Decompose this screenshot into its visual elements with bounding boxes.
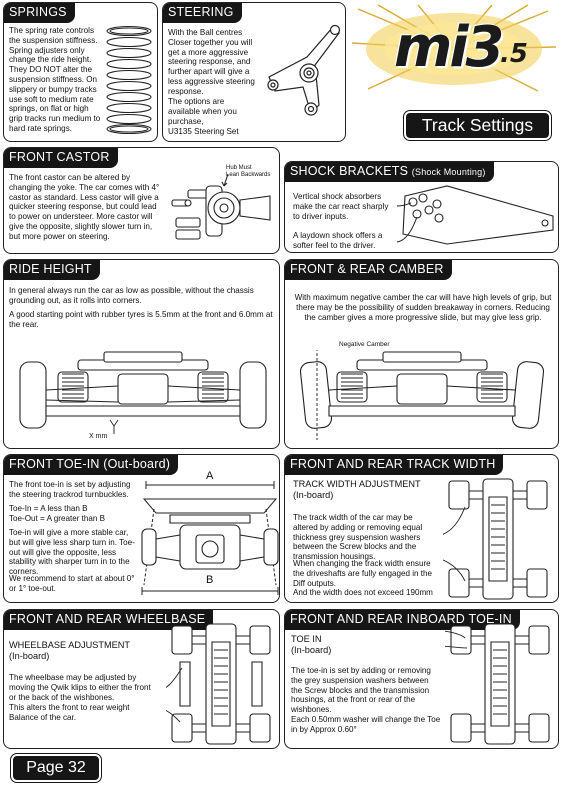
- wheelbase-para2: This alters the front to rear weight Bal…: [9, 703, 130, 722]
- springs-body: The spring rate controls the suspension …: [9, 26, 101, 133]
- toe-in-para1: The front toe-in is set by adjusting the…: [9, 480, 131, 499]
- castor-hub-illustration: [170, 166, 280, 251]
- castor-callout-line1: Hub Must: [226, 165, 252, 171]
- castor-callout: Hub Must Lean Backwards: [226, 165, 279, 179]
- logo-main: mi3: [394, 15, 505, 80]
- wheelbase-title: FRONT AND REAR WHEELBASE: [4, 610, 214, 630]
- steering-part-number: U3135 Steering Set: [168, 127, 239, 136]
- inboard-toe-illustration: [445, 622, 555, 747]
- spring-illustration: [104, 25, 154, 135]
- inboard-toe-para1: The toe-in is set by adding or removing …: [291, 666, 431, 715]
- toe-in-line-b: Toe-Out = A greater than B: [9, 514, 106, 523]
- front-castor-body: The front castor can be altered by chang…: [9, 173, 160, 241]
- inboard-toe-subnote: (In-board): [291, 645, 332, 655]
- front-castor-title: FRONT CASTOR: [4, 148, 118, 168]
- front-castor-panel: FRONT CASTOR The front castor can be alt…: [3, 147, 280, 254]
- wheelbase-para1: The wheelbase may be adjusted by moving …: [9, 673, 151, 702]
- castor-callout-line2: Lean Backwards: [226, 172, 271, 178]
- wheelbase-illustration: [166, 622, 276, 747]
- logo-text: mi3 .5: [388, 15, 538, 80]
- toe-in-label-a: A: [206, 470, 214, 482]
- steering-bellcrank-illustration: [263, 17, 343, 137]
- shock-vertical-text: Vertical shock absorbers make the car re…: [293, 192, 389, 221]
- wheelbase-panel: FRONT AND REAR WHEELBASE WHEELBASE ADJUS…: [3, 609, 280, 749]
- toe-in-label-b: B: [206, 574, 214, 586]
- shock-laydown-text: A laydown shock offers a softer feel to …: [293, 231, 383, 250]
- ride-height-panel: RIDE HEIGHT In general always run the ca…: [3, 259, 280, 449]
- camber-car-illustration: [297, 350, 547, 440]
- inboard-toe-panel: FRONT AND REAR INBOARD TOE-IN TOE IN (In…: [284, 609, 559, 749]
- steering-options: The options are available when you purch…: [168, 97, 237, 126]
- steering-panel: STEERING With the Ball centres Closer to…: [162, 2, 346, 142]
- inboard-toe-title: FRONT AND REAR INBOARD TOE-IN: [285, 610, 520, 630]
- wheelbase-subtitle: WHEELBASE ADJUSTMENT: [9, 640, 130, 650]
- ride-height-title: RIDE HEIGHT: [4, 260, 100, 280]
- toe-in-illustration: [140, 479, 280, 599]
- track-width-para2: When changing the track width ensure the…: [293, 559, 433, 588]
- wheelbase-subnote: (In-board): [9, 651, 50, 661]
- mi3-logo: [351, 4, 557, 92]
- track-width-panel: FRONT AND REAR TRACK WIDTH TRACK WIDTH A…: [284, 454, 559, 603]
- track-settings-badge: Track Settings: [403, 110, 552, 141]
- toe-in-para2: Toe-in will give a more stable car, but …: [9, 528, 135, 577]
- camber-body: With maximum negative camber the car wil…: [294, 293, 552, 322]
- shock-brackets-title-note: (Shock Mounting): [411, 167, 486, 177]
- springs-panel: SPRINGS The spring rate controls the sus…: [3, 2, 158, 142]
- toe-in-line-a: Toe-In = A less than B: [9, 504, 88, 513]
- steering-body: With the Ball centres Closer together yo…: [168, 28, 255, 96]
- ride-height-car-illustration: [18, 350, 268, 440]
- inboard-toe-para2: Each 0.50mm washer will change the Toe i…: [291, 715, 441, 734]
- toe-in-panel: FRONT TOE-IN (Out-board) The front toe-i…: [3, 454, 280, 603]
- track-width-subnote: (In-board): [293, 490, 334, 500]
- springs-title: SPRINGS: [4, 3, 75, 23]
- toe-in-para3: We recommend to start at about 0° or 1° …: [9, 574, 135, 593]
- ride-height-para2: A good starting point with rubber tyres …: [9, 310, 273, 329]
- toe-in-title: FRONT TOE-IN (Out-board): [4, 455, 179, 475]
- shock-bracket-illustration: [395, 182, 555, 252]
- page-number-badge: Page 32: [10, 753, 102, 783]
- ride-height-para1: In general always run the car as low as …: [9, 286, 254, 305]
- track-width-para3: And the width does not exceed 190mm: [293, 588, 433, 597]
- shock-brackets-title-text: SHOCK BRACKETS: [290, 164, 409, 178]
- camber-panel: FRONT & REAR CAMBER With maximum negativ…: [284, 259, 559, 449]
- ride-height-label: X mm: [89, 433, 108, 440]
- logo-suffix: .5: [500, 39, 528, 69]
- track-width-subtitle: TRACK WIDTH ADJUSTMENT: [293, 479, 421, 489]
- shock-brackets-title: SHOCK BRACKETS (Shock Mounting): [285, 162, 494, 182]
- track-width-illustration: [443, 477, 553, 602]
- steering-title: STEERING: [163, 3, 242, 23]
- shock-brackets-panel: SHOCK BRACKETS (Shock Mounting) Vertical…: [284, 161, 559, 253]
- camber-label: Negative Camber: [339, 341, 390, 348]
- track-width-para1: The track width of the car may be altere…: [293, 513, 423, 562]
- camber-title: FRONT & REAR CAMBER: [285, 260, 452, 280]
- track-width-title: FRONT AND REAR TRACK WIDTH: [285, 455, 504, 475]
- inboard-toe-subtitle: TOE IN: [291, 634, 322, 644]
